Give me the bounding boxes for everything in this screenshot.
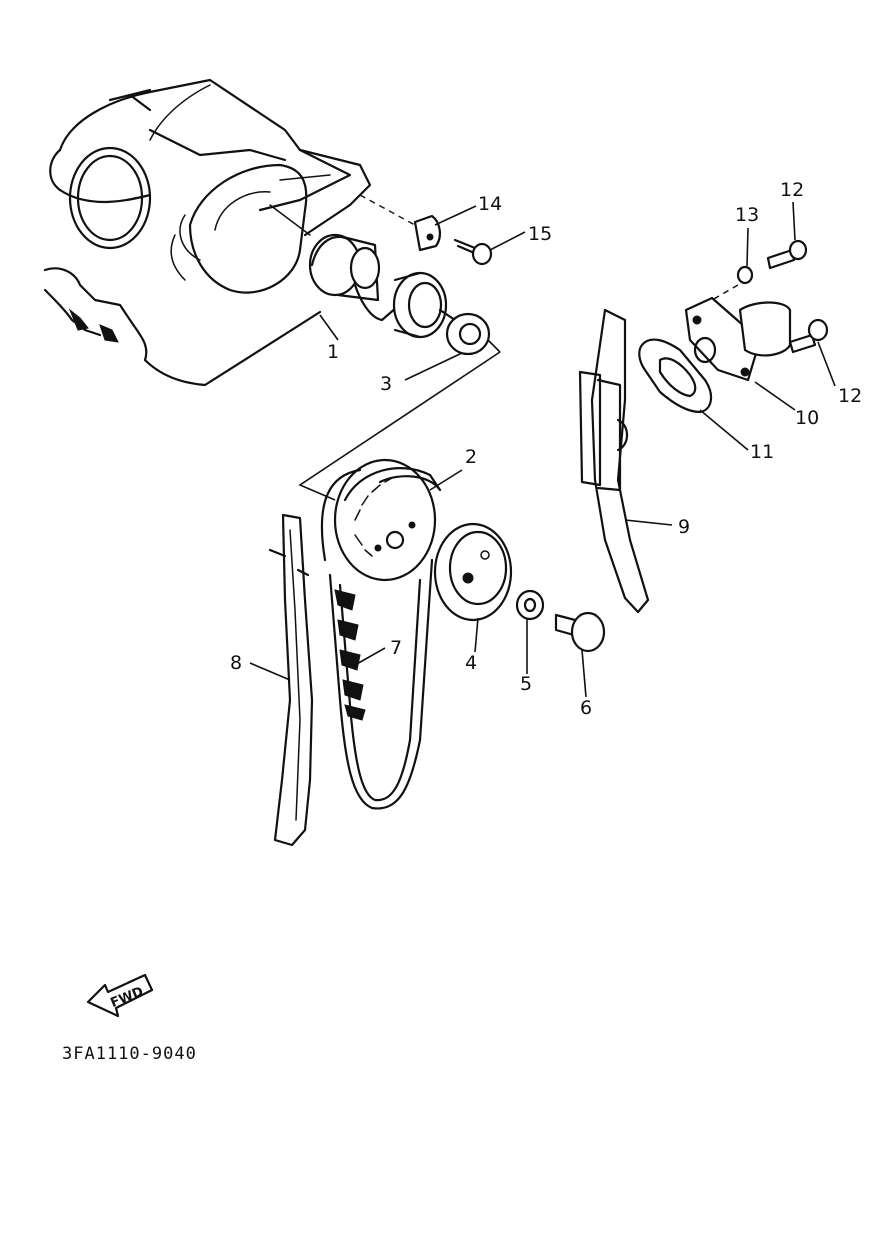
fwd-arrow-icon	[86, 973, 154, 1018]
assembly-line-bearing	[487, 339, 501, 353]
cam-sprocket	[333, 458, 442, 582]
cylinder-head-outline	[43, 78, 372, 387]
tensioner-guide	[578, 308, 650, 614]
camshaft	[308, 233, 457, 339]
callout-3: 3	[380, 373, 392, 395]
cam-plate	[433, 522, 513, 622]
callout-15: 15	[528, 223, 552, 245]
callout-8: 8	[230, 652, 242, 674]
chain-tensioner	[684, 296, 792, 382]
assembly-line-sprocket	[298, 351, 501, 501]
tensioner-gasket	[638, 338, 713, 414]
bearing	[445, 312, 491, 356]
bolt-12-upper	[766, 239, 808, 270]
callout-5: 5	[520, 673, 532, 695]
callout-2: 2	[465, 446, 477, 468]
diagram-code: 3FA1110-9040	[62, 1044, 197, 1064]
callout-12-upper: 12	[780, 179, 804, 201]
assembly-line-plate	[359, 194, 416, 226]
chain-guide-8	[268, 513, 314, 847]
cam-chain	[320, 468, 434, 810]
callout-12-lower: 12	[838, 385, 862, 407]
callout-10: 10	[795, 407, 819, 429]
bolt-12-lower	[788, 318, 829, 354]
callout-4: 4	[465, 652, 477, 674]
leader-lines	[249, 201, 836, 698]
assembly-line-tensioner	[711, 284, 739, 301]
bolt-6	[554, 611, 606, 653]
callout-14: 14	[478, 193, 502, 215]
callout-9: 9	[678, 516, 690, 538]
callout-6: 6	[580, 697, 592, 719]
washer-13	[736, 265, 754, 285]
callout-7: 7	[390, 637, 402, 659]
washer	[515, 589, 545, 621]
plate	[413, 214, 442, 252]
callout-11: 11	[750, 441, 774, 463]
callout-1: 1	[327, 341, 339, 363]
bolt-15	[453, 238, 493, 266]
callout-13: 13	[735, 204, 759, 226]
